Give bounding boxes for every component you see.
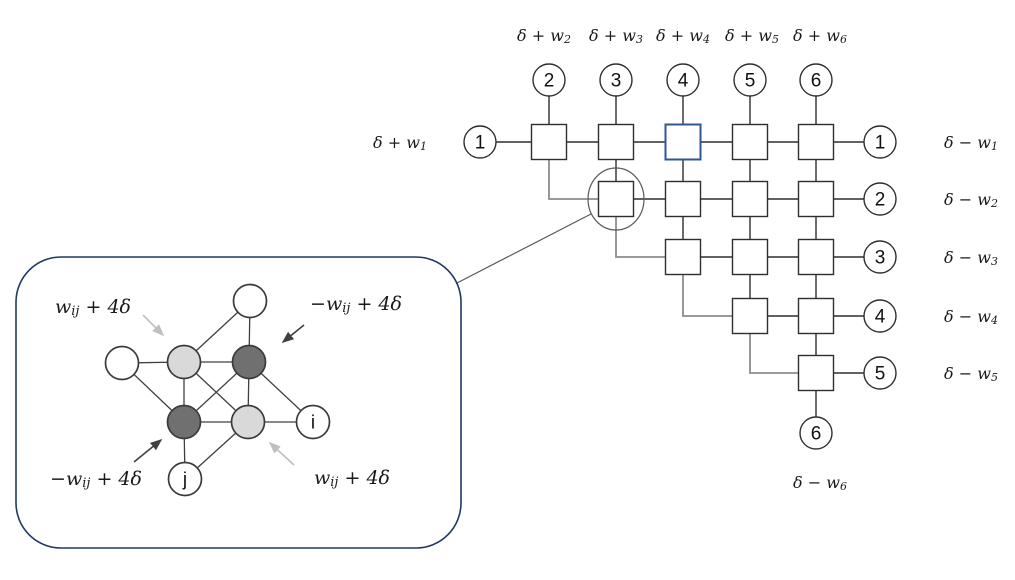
gadget-node-white-top <box>232 283 268 319</box>
terminal-number: 4 <box>678 71 689 92</box>
coupler-square <box>597 123 635 161</box>
gadget-node-j-label: j <box>182 470 187 491</box>
terminal-node-left <box>463 125 497 159</box>
terminal-node-top <box>599 63 633 97</box>
weight-label-right: δ − w2 <box>944 190 998 210</box>
coupler-square <box>664 238 702 276</box>
coupler-square-circled <box>597 180 635 218</box>
weight-label-top: δ + w3 <box>589 26 643 46</box>
zoom-highlight-ellipse <box>587 167 645 231</box>
terminal-number: 1 <box>475 133 486 154</box>
coupler-square <box>797 297 835 335</box>
terminal-number: 5 <box>875 364 886 385</box>
terminal-node-right <box>863 299 897 333</box>
coupler-square <box>731 123 769 161</box>
coupler-square <box>797 123 835 161</box>
coupler-square <box>797 354 835 392</box>
weight-label-bottom: δ − w6 <box>793 473 847 493</box>
gadget-node-darkgray-top <box>231 344 267 380</box>
weight-label-right: δ − w4 <box>944 307 998 327</box>
annotation-arrow-dark <box>281 324 305 344</box>
weight-label-top: δ + w2 <box>517 26 571 46</box>
terminal-number: 1 <box>875 133 886 154</box>
gadget-node-lightgray-top <box>166 344 202 380</box>
coupler-square <box>530 123 568 161</box>
annotation-arrow-dark <box>133 438 163 463</box>
row-shift-connector <box>682 274 733 317</box>
coupler-square <box>664 180 702 218</box>
annotation-arrow-gray <box>268 441 295 466</box>
terminal-node-right <box>863 240 897 274</box>
terminal-number: 5 <box>745 71 756 92</box>
row-shift-connector <box>548 159 599 200</box>
terminal-node-top <box>799 63 833 97</box>
gadget-node-white-left <box>104 345 140 381</box>
terminal-number: 6 <box>811 71 822 92</box>
row-shift-connector <box>615 216 666 258</box>
terminal-node-top <box>733 63 767 97</box>
terminal-number: 6 <box>811 424 822 445</box>
weight-label-right: δ − w5 <box>944 364 998 384</box>
terminal-number: 3 <box>611 71 622 92</box>
terminal-number: 2 <box>544 71 555 92</box>
weight-label-left: δ + w1 <box>373 133 427 153</box>
gadget-weight-label: −wij + 4δ <box>50 468 142 491</box>
weight-label-right: δ − w1 <box>944 133 998 153</box>
gadget-weight-label: wij + 4δ <box>55 296 131 319</box>
row-shift-connector <box>749 333 799 374</box>
coupler-square-highlighted-blue <box>664 123 702 161</box>
gadget-weight-label: wij + 4δ <box>314 467 390 490</box>
coupler-square <box>731 297 769 335</box>
terminal-number: 2 <box>875 190 886 211</box>
zoom-inset: i j wij + 4δ −wij + 4δ −wij + 4δ wij + 4… <box>15 256 462 549</box>
terminal-node-right <box>863 356 897 390</box>
terminal-node-top <box>666 63 700 97</box>
coupler-square <box>731 238 769 276</box>
terminal-number: 3 <box>875 248 886 269</box>
coupler-square <box>731 180 769 218</box>
gadget-node-i-label: i <box>311 413 315 434</box>
gadget-node-j <box>167 461 203 497</box>
crossbar-grid: 2 3 4 5 6 1 1 2 3 4 5 6 δ + w2 δ + w3 δ … <box>373 26 998 493</box>
weight-label-top: δ + w5 <box>725 26 779 46</box>
annotation-arrow-gray <box>142 314 165 337</box>
weight-label-right: δ − w3 <box>944 248 998 268</box>
terminal-node-right <box>863 125 897 159</box>
gadget-node-lightgray-bottom <box>230 404 266 440</box>
coupler-square <box>797 238 835 276</box>
weight-label-top: δ + w6 <box>793 26 847 46</box>
inset-rounded-frame <box>15 256 462 549</box>
terminal-node-right <box>863 182 897 216</box>
terminal-number: 4 <box>875 307 886 328</box>
gadget-node-i <box>295 404 331 440</box>
terminal-node-top <box>532 63 566 97</box>
gadget-node-darkgray-bottom <box>166 404 202 440</box>
inset-callout-line <box>456 213 592 284</box>
terminal-node-bottom <box>799 416 833 450</box>
coupler-square <box>797 180 835 218</box>
gadget-weight-label: −wij + 4δ <box>310 293 402 316</box>
weight-label-top: δ + w4 <box>656 26 710 46</box>
